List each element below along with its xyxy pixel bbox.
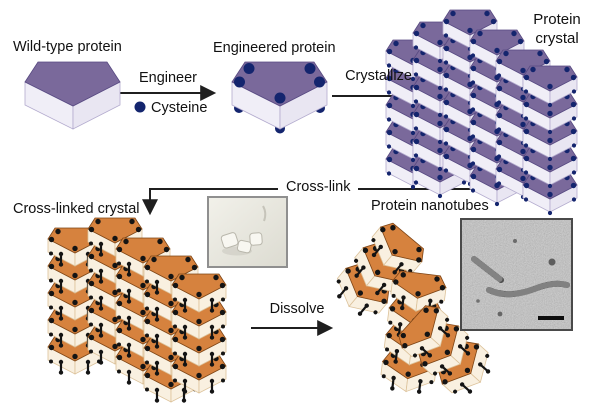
crystal-micrograph-inset <box>207 196 288 268</box>
engineered-protein-label: Engineered protein <box>213 40 336 56</box>
engineer-step-label: Engineer <box>138 70 198 86</box>
cysteine-legend-label: Cysteine <box>151 100 208 116</box>
cross-linked-crystal-shape <box>46 216 228 404</box>
wild-type-protein-label: Wild-type protein <box>13 39 122 55</box>
protein-crystal-label: Protein crystal <box>533 11 581 47</box>
tem-micrograph-inset <box>460 218 573 331</box>
cross-link-step-label: Cross-link <box>278 178 359 196</box>
cysteine-dot-icon <box>134 101 146 113</box>
dissolve-step-label: Dissolve <box>269 301 325 317</box>
cross-linked-crystal-label: Cross-linked crystal <box>13 201 140 217</box>
engineered-protein-shape <box>231 61 328 134</box>
protein-nanotubes-label: Protein nanotubes <box>371 198 489 214</box>
wild-type-protein-shape <box>24 61 121 130</box>
tem-scale-bar <box>538 316 564 320</box>
crystallize-step-label: Crystallize <box>345 68 412 84</box>
